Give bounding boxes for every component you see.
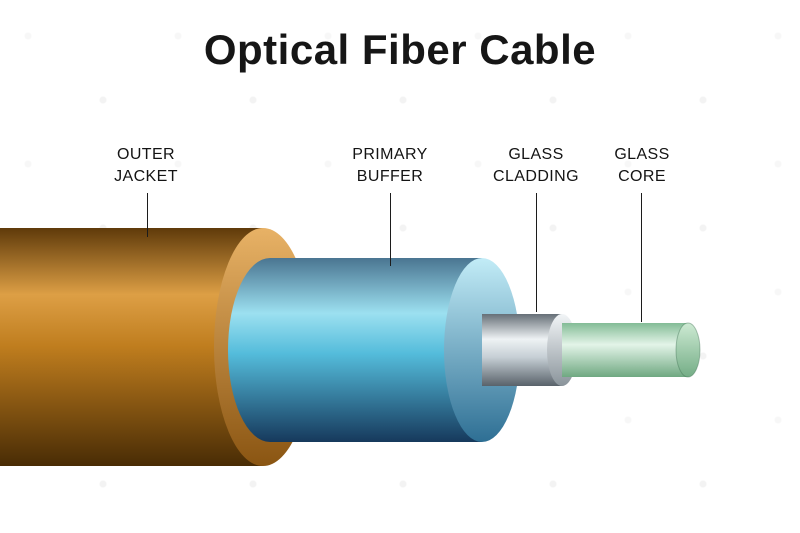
leader-line-outer-jacket (147, 193, 148, 237)
label-glass-core: GLASS CORE (552, 144, 732, 188)
label-outer-jacket-line1: OUTER (117, 146, 175, 163)
label-outer-jacket: OUTER JACKET (56, 144, 236, 188)
page-title: Optical Fiber Cable (203, 26, 597, 73)
label-primary-buffer-line2: BUFFER (356, 168, 424, 185)
label-primary-buffer: PRIMARY BUFFER (300, 144, 480, 188)
label-primary-buffer-line1: PRIMARY (352, 146, 428, 163)
glass-core-cylinder (562, 322, 701, 378)
leader-line-primary-buffer (390, 193, 391, 266)
label-glass-cladding-line1: GLASS (508, 146, 564, 163)
label-glass-core-line1: GLASS (614, 146, 670, 163)
glass-core-body (562, 323, 688, 377)
leader-line-glass-core (641, 193, 642, 322)
leader-line-glass-cladding (536, 193, 537, 312)
glass-core-end-face (675, 322, 701, 378)
label-glass-cladding-line2: CLADDING (493, 168, 579, 185)
label-glass-core-line2: CORE (618, 168, 666, 185)
primary-buffer-cylinder (228, 258, 520, 442)
label-outer-jacket-line2: JACKET (114, 168, 178, 185)
label-glass-cladding: GLASS CLADDING (446, 144, 626, 188)
